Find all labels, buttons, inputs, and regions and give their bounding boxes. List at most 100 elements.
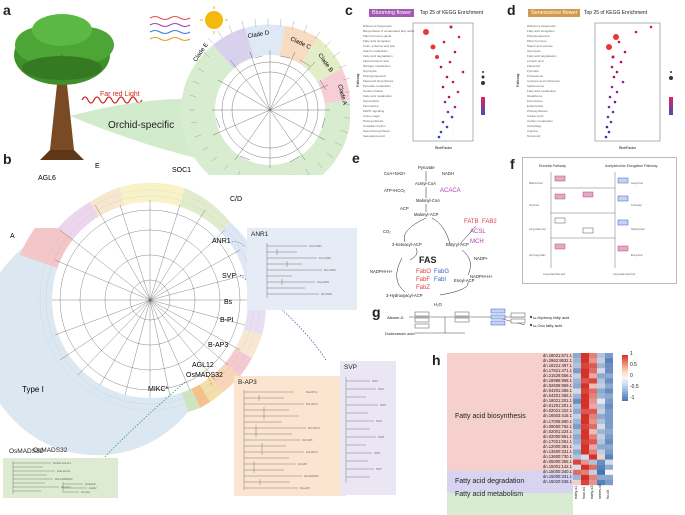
node-acsl: ACSL xyxy=(470,229,486,235)
svg-text:Peroxisome: Peroxisome xyxy=(527,99,543,103)
svg-text:Glycolysis: Glycolysis xyxy=(527,49,541,53)
node-fabi: FabI xyxy=(434,277,446,283)
svg-text:Peroxisome: Peroxisome xyxy=(363,104,379,108)
heatmap-cell xyxy=(581,459,589,465)
heatmap-legend-tick: 0.5 xyxy=(630,362,637,368)
heatmap-cell xyxy=(573,368,581,374)
heatmap-legend-tick: -1 xyxy=(630,395,635,401)
heatmap-cell xyxy=(581,444,589,450)
group-soc1-label: SOC1 xyxy=(172,167,191,174)
inset-osmads32-tree: Dnobile-AGL32.1Dcat.AGL32Pha.OsMADS32Dno… xyxy=(12,461,97,494)
svg-text:Dnobile32: Dnobile32 xyxy=(85,483,96,486)
heatmap-cell xyxy=(573,388,581,394)
svg-text:Orch.AP3: Orch.AP3 xyxy=(302,439,313,442)
heatmap-cell xyxy=(597,449,605,455)
heatmap-row-label: dn.17821:471.1 xyxy=(542,367,572,373)
connector-bap3 xyxy=(204,371,213,387)
heatmap-row-label: dn.2962:9532.1 xyxy=(542,357,572,363)
heatmap-cell xyxy=(597,378,605,384)
heatmap-cell xyxy=(605,439,613,445)
heatmap-cell xyxy=(573,429,581,435)
svg-text:Ath.AGL: Ath.AGL xyxy=(81,491,91,494)
heatmap-cell xyxy=(581,388,589,394)
svg-text:Phenylpropanoid: Phenylpropanoid xyxy=(527,34,550,38)
svg-text:Pha.AP3-2: Pha.AP3-2 xyxy=(306,403,318,406)
panel-d-colorbar xyxy=(669,97,673,115)
group-svp-label: SVP xyxy=(222,273,236,280)
orchid-specific-label: Orchid-specific xyxy=(108,120,174,131)
svg-text:Very long-chain: Very long-chain xyxy=(529,254,546,257)
svg-text:Ath.ANR1: Ath.ANR1 xyxy=(321,293,333,296)
tree-icon xyxy=(14,14,114,160)
node-fabo: FabO xyxy=(416,269,431,275)
panel-f-right-title: Acetylcholine Elongation Pathway xyxy=(605,164,658,168)
heatmap-cell xyxy=(581,454,589,460)
group-agl6-label: AGL6 xyxy=(38,175,56,182)
panel-d-ylabel: Pathway xyxy=(516,73,520,87)
heatmap-cell xyxy=(573,419,581,425)
node-coa-nadh: CoA+NAD+ xyxy=(384,171,406,176)
heatmap-cell xyxy=(589,353,597,359)
heatmap-cell xyxy=(597,358,605,364)
inset-bap3-tree: Dca.AP3-1Pha.AP3-2Dno.AP3-3Orch.AP3Dca.A… xyxy=(243,390,320,490)
heatmap-cell xyxy=(589,413,597,420)
node-fas: FAS xyxy=(419,255,437,265)
heatmap-cell xyxy=(581,419,589,425)
heatmap-cell xyxy=(605,363,613,369)
heatmap xyxy=(573,353,613,486)
panel-c-colorbar xyxy=(481,97,485,115)
svg-text:SVP4: SVP4 xyxy=(376,421,383,423)
heatmap-legend-tick: 1 xyxy=(630,351,633,357)
svg-text:Osa.ANR1: Osa.ANR1 xyxy=(317,281,330,284)
heatmap-row-label: dn.13600:331.1 xyxy=(542,448,572,454)
panel-h-label: h xyxy=(432,352,441,368)
svg-text:SVP6: SVP6 xyxy=(374,453,381,455)
heatmap-cell xyxy=(581,378,589,384)
heatmap-cell xyxy=(597,353,605,359)
panel-c-badge: Blooming flower xyxy=(369,9,415,17)
heatmap-column-label: flo-s5 xyxy=(606,489,610,499)
heatmap-row-label: dn.15000:331.1 xyxy=(542,474,572,480)
panel-g-pathway: Alkane-D Dodecanoic acid ω-Hydroxy fatty… xyxy=(385,308,569,336)
panel-e-label: e xyxy=(352,150,360,166)
panel-b-figure: AGL6 E SOC1 C/D A ANR1 SVP Bs B-PI B-AP3… xyxy=(0,163,327,463)
panel-b-label: b xyxy=(3,151,12,167)
node-acetyl: Acetyl-CoA xyxy=(415,181,436,186)
panel-c-legend xyxy=(481,71,485,85)
heatmap-cell xyxy=(597,383,605,389)
svg-text:Ribosome biogenesis: Ribosome biogenesis xyxy=(363,24,392,28)
heatmap-row-label: dn.02021:322.1 xyxy=(542,408,572,414)
svg-text:Nitrogen metabolism: Nitrogen metabolism xyxy=(363,64,391,68)
heatmap-row-label: dn.15000:340.1 xyxy=(542,469,572,475)
panel-e-pathway: Pyruvate NADH CoA+NAD+ Acetyl-CoA ATP+HC… xyxy=(370,165,497,307)
heatmap-row-label: dn.13600:730.1 xyxy=(542,454,572,460)
svg-text:Fatty acid degradation: Fatty acid degradation xyxy=(527,54,557,58)
svg-text:Fatty acid metabolism: Fatty acid metabolism xyxy=(363,94,393,98)
svg-text:Pha.ANR1: Pha.ANR1 xyxy=(324,269,336,272)
heatmap-row-label: dn.17006:860.1 xyxy=(542,418,572,424)
node-nadh: NADH xyxy=(442,171,454,176)
svg-text:Glycerolipid: Glycerolipid xyxy=(363,99,379,103)
svg-text:SVP1: SVP1 xyxy=(372,381,379,383)
panel-g-label: g xyxy=(372,304,381,320)
heatmap-cell xyxy=(581,398,589,404)
heatmap-cell xyxy=(605,424,613,430)
heatmap-row-label: dn.02001:224.1 xyxy=(542,428,572,434)
heatmap-cell xyxy=(605,358,613,364)
heatmap-cell xyxy=(597,479,605,486)
heatmap-cell xyxy=(605,353,613,359)
sun-rays-icon xyxy=(200,6,228,34)
group-metabolism-label: Fatty acid metabolism xyxy=(455,491,524,498)
group-a-label: A xyxy=(10,233,15,240)
heatmap-row-label: dn.18221:487.1 xyxy=(542,362,572,368)
heatmap-cell xyxy=(605,474,613,481)
heatmap-cell xyxy=(597,419,605,425)
heatmap-cell xyxy=(605,449,613,455)
svg-text:Dno.32.1: Dno.32.1 xyxy=(61,486,71,489)
heatmap-cell xyxy=(605,373,613,379)
svg-text:Proteasome: Proteasome xyxy=(527,74,544,78)
heatmap-cell xyxy=(581,393,589,399)
